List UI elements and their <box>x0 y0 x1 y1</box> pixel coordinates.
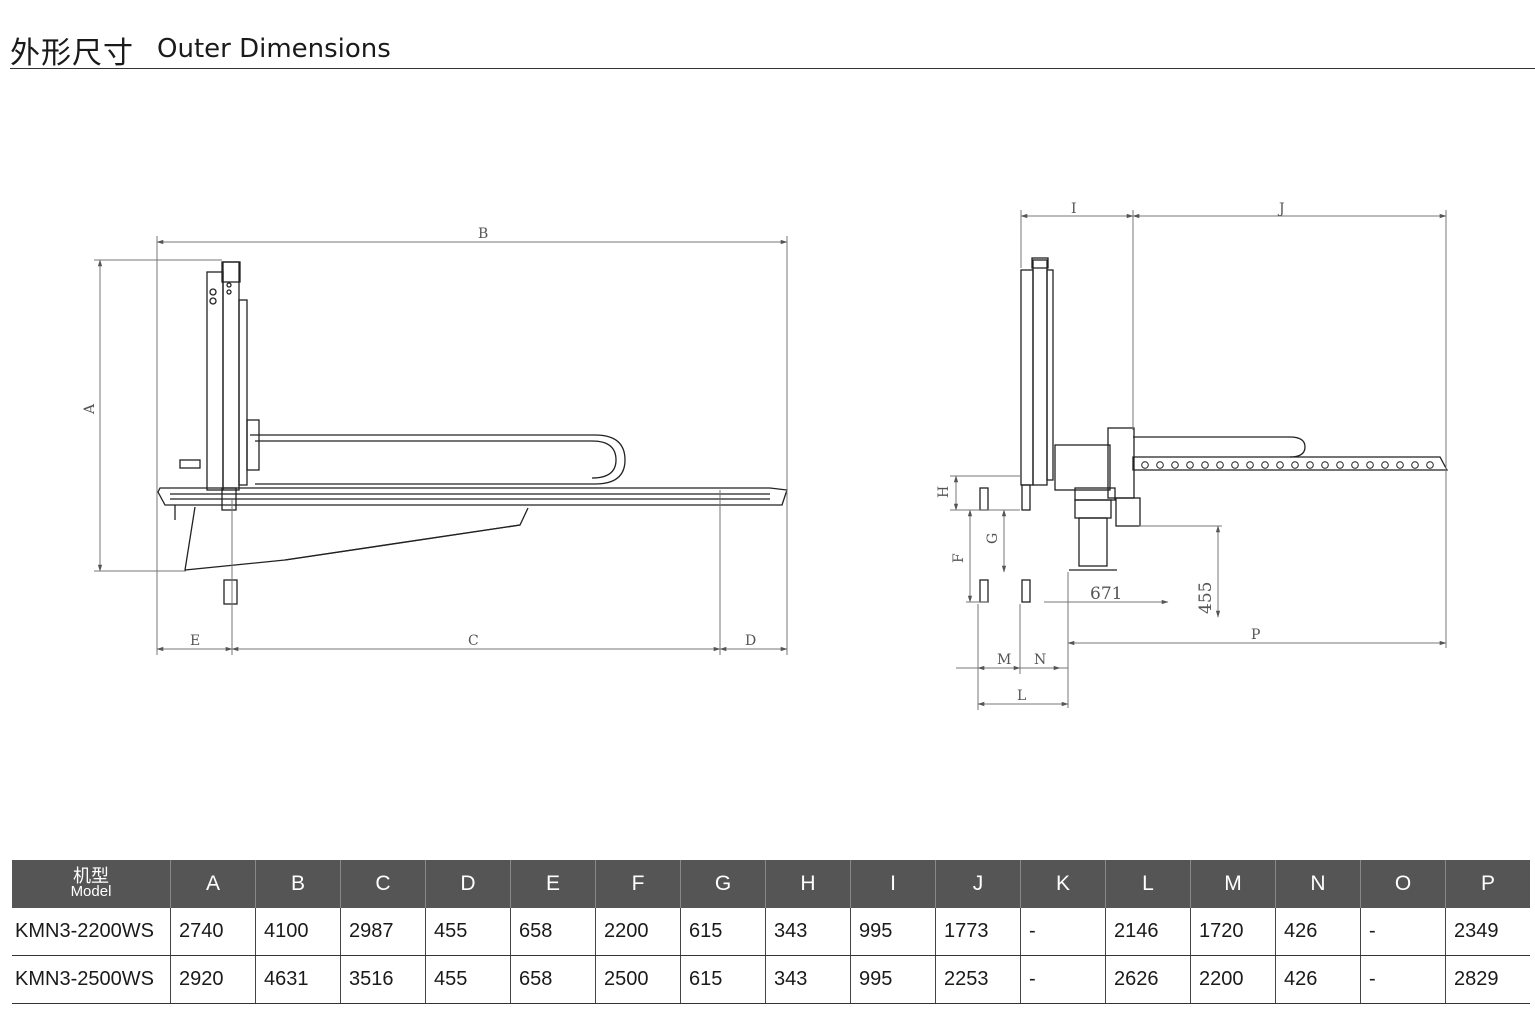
col-header: J <box>935 860 1021 908</box>
label-I: I <box>1071 201 1077 217</box>
model-header-en: Model <box>70 883 112 900</box>
col-header: B <box>255 860 341 908</box>
table-header-row: 机型 Model A B C D E F G H I J K L M N O P <box>12 860 1530 908</box>
value-cell: 995 <box>850 908 936 956</box>
value-cell: 343 <box>765 955 851 1004</box>
value-cell: 2740 <box>170 908 256 956</box>
col-header: O <box>1360 860 1446 908</box>
col-header: L <box>1105 860 1191 908</box>
col-header: F <box>595 860 681 908</box>
label-H: H <box>936 486 952 498</box>
col-header: E <box>510 860 596 908</box>
label-C: C <box>468 633 479 649</box>
col-header: G <box>680 860 766 908</box>
table-row: KMN3-2500WS 2920 4631 3516 455 658 2500 … <box>12 955 1530 1004</box>
value-cell: - <box>1360 955 1446 1004</box>
value-cell: 2987 <box>340 908 426 956</box>
label-L: L <box>1017 688 1026 704</box>
value-cell: 2253 <box>935 955 1021 1004</box>
value-cell: 658 <box>510 908 596 956</box>
front-view <box>157 261 788 605</box>
label-P: P <box>1251 627 1260 643</box>
col-header: N <box>1275 860 1361 908</box>
technical-drawing: B A E C D <box>82 201 1449 710</box>
value-cell: 4631 <box>255 955 341 1004</box>
value-cell: 2500 <box>595 955 681 1004</box>
value-cell: - <box>1360 908 1446 956</box>
col-header: P <box>1445 860 1530 908</box>
title-chinese: 外形尺寸 <box>10 36 134 71</box>
label-455: 455 <box>1196 582 1216 614</box>
col-header: A <box>170 860 256 908</box>
col-header: K <box>1020 860 1106 908</box>
value-cell: 995 <box>850 955 936 1004</box>
model-cell: KMN3-2200WS <box>12 908 171 956</box>
value-cell: 658 <box>510 955 596 1004</box>
label-G: G <box>985 533 1001 544</box>
value-cell: - <box>1020 908 1106 956</box>
label-M: M <box>997 652 1011 668</box>
value-cell: 455 <box>425 955 511 1004</box>
value-cell: 615 <box>680 908 766 956</box>
col-header: D <box>425 860 511 908</box>
value-cell: 426 <box>1275 955 1361 1004</box>
label-D: D <box>745 633 756 649</box>
value-cell: 426 <box>1275 908 1361 956</box>
value-cell: 4100 <box>255 908 341 956</box>
value-cell: 1773 <box>935 908 1021 956</box>
model-cell: KMN3-2500WS <box>12 955 171 1004</box>
label-B: B <box>478 226 488 242</box>
value-cell: 3516 <box>340 955 426 1004</box>
label-F: F <box>951 553 967 563</box>
dimension-table: 机型 Model A B C D E F G H I J K L M N O P… <box>12 860 1530 1004</box>
value-cell: 2920 <box>170 955 256 1004</box>
label-N: N <box>1034 652 1046 668</box>
col-header: M <box>1190 860 1276 908</box>
value-cell: 2200 <box>1190 955 1276 1004</box>
value-cell: 615 <box>680 955 766 1004</box>
value-cell: 2626 <box>1105 955 1191 1004</box>
label-J: J <box>1277 201 1285 217</box>
page-header: 外形尺寸 Outer Dimensions <box>10 24 1535 71</box>
label-E: E <box>190 633 200 649</box>
model-header: 机型 Model <box>12 860 171 908</box>
model-header-cn: 机型 <box>73 866 109 886</box>
label-671: 671 <box>1090 584 1122 604</box>
col-header: I <box>850 860 936 908</box>
value-cell: 2829 <box>1445 955 1530 1004</box>
value-cell: 2146 <box>1105 908 1191 956</box>
value-cell: 2200 <box>595 908 681 956</box>
col-header: H <box>765 860 851 908</box>
value-cell: 2349 <box>1445 908 1530 956</box>
value-cell: 343 <box>765 908 851 956</box>
value-cell: 1720 <box>1190 908 1276 956</box>
title-english: Outer Dimensions <box>157 34 391 64</box>
value-cell: 455 <box>425 908 511 956</box>
col-header: C <box>340 860 426 908</box>
side-view <box>979 257 1449 603</box>
label-A: A <box>82 403 98 415</box>
table-row: KMN3-2200WS 2740 4100 2987 455 658 2200 … <box>12 908 1530 956</box>
value-cell: - <box>1020 955 1106 1004</box>
